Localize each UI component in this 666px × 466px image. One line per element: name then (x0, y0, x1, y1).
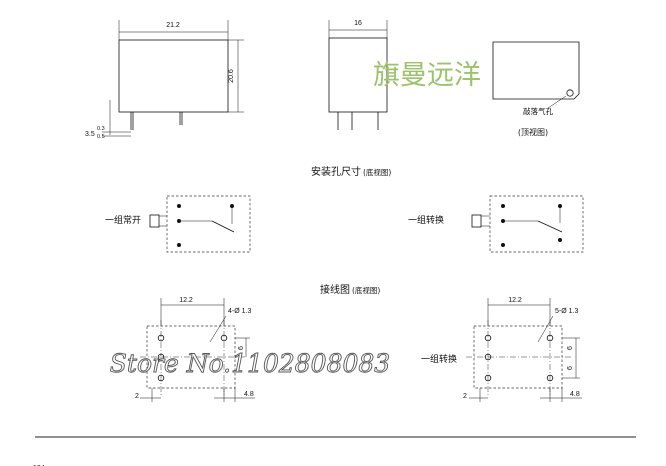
vent-label: 敲落气孔 (523, 106, 553, 116)
no-coil-icon (149, 214, 160, 228)
variant-label-no: 一组常开 (105, 214, 141, 226)
co-switch-arm (537, 220, 563, 233)
right-vert-dim-2: 6 (567, 366, 574, 370)
left-right-gap-dim: 4.8 (244, 391, 254, 398)
wiring-right-label: 一组转换 (421, 353, 457, 365)
pin-dim-a: 0.3 (97, 126, 105, 132)
side-width-dim: 16 (354, 20, 362, 27)
top-view: 敲落气孔 (顶视图) (492, 41, 580, 137)
top-view-body (492, 41, 580, 100)
no-outline (166, 195, 251, 253)
co-coil-icon (471, 214, 482, 228)
side-view: 16 (328, 20, 388, 130)
right-right-gap-dim: 4.8 (570, 391, 580, 398)
right-pitch-dim: 12.2 (508, 297, 522, 304)
right-vert-dim-1: 6 (567, 346, 574, 350)
side-view-body (328, 37, 388, 113)
vent-hole-icon (566, 89, 574, 97)
wiring-left: 12.2 4-Ø 1.3 6 2 4.8 (135, 297, 255, 402)
pin-dim-b: 0.5 (97, 134, 105, 140)
wiring-title: 接线图 (320, 283, 350, 296)
variant-label-co: 一组转换 (408, 214, 444, 226)
left-footprint (146, 325, 236, 389)
no-switch-arm (211, 220, 235, 233)
left-pitch-dim: 12.2 (179, 297, 193, 304)
schematic-normally-open: 一组常开 (105, 195, 251, 253)
left-holes-dim: 4-Ø 1.3 (228, 308, 251, 315)
right-holes-dim: 5-Ø 1.3 (555, 308, 578, 315)
mounting-title: 安装孔尺寸 (311, 165, 361, 178)
schematic-changeover: 一组转换 (408, 195, 584, 253)
wiring-title-suffix: (底视图) (352, 285, 380, 295)
pin-len-dim: 3.5 (85, 131, 95, 138)
co-outline (489, 195, 584, 253)
left-gap-dim: 2 (135, 393, 139, 400)
front-view: 21.2 20.6 0.3 0.5 3.5 (85, 20, 244, 140)
front-width-dim: 21.2 (166, 22, 180, 29)
front-height-dim: 20.6 (228, 69, 235, 83)
wiring-right: 一组转换 12.2 5-Ø 1.3 6 6 2 4.8 (421, 297, 582, 402)
mounting-title-suffix: (底视图) (363, 167, 391, 177)
top-view-caption: (顶视图) (518, 127, 548, 137)
store-watermark: Store No.1102808083 (110, 349, 390, 378)
right-gap-dim: 2 (463, 393, 467, 400)
left-vert-dim: 6 (238, 346, 245, 350)
brand-watermark: 旗曼远洋 (373, 60, 481, 91)
front-view-body (118, 39, 229, 113)
